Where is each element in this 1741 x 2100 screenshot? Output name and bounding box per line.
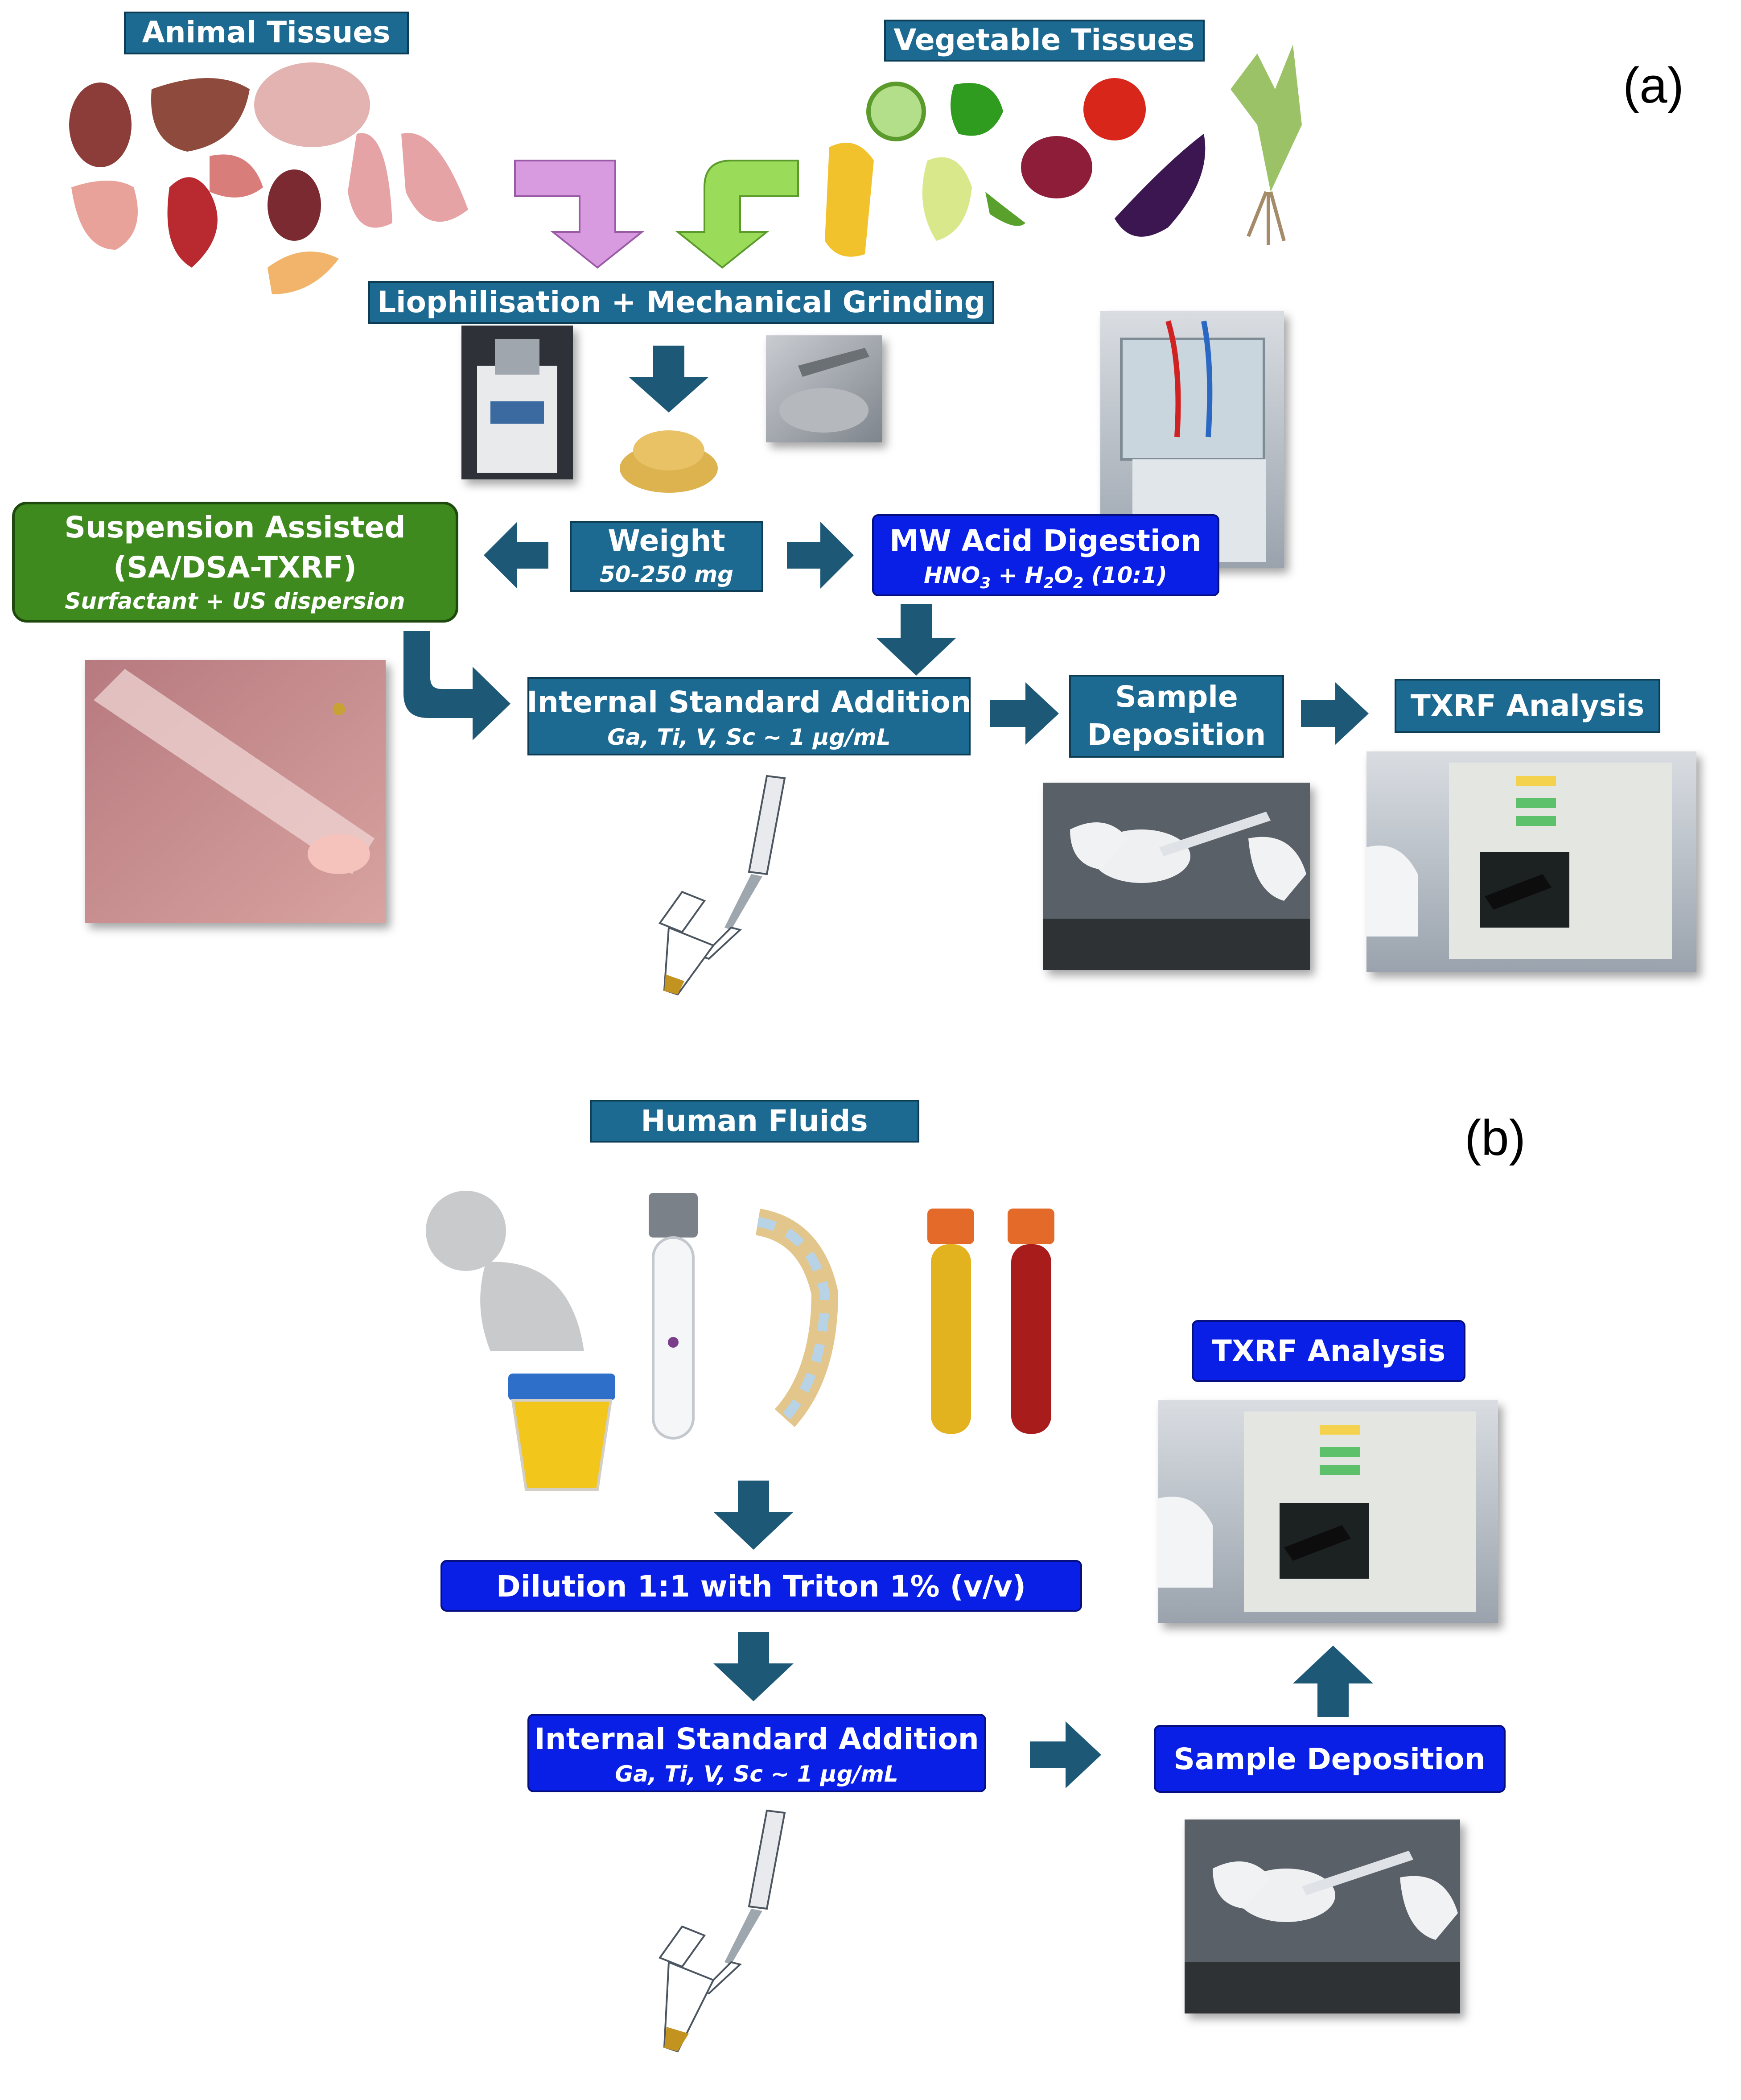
- human-fluids-header: Human Fluids: [590, 1100, 919, 1143]
- svg-text:Deposition: Deposition: [1087, 718, 1266, 752]
- txrf-analysis-box-a: TXRF Analysis: [1395, 679, 1660, 733]
- suspension-tube-photo: [85, 660, 386, 923]
- svg-text:Dilution 1:1 with Triton 1% (v: Dilution 1:1 with Triton 1% (v/v): [496, 1569, 1026, 1604]
- lyophilisation-box: Liophilisation + Mechanical Grinding: [368, 281, 994, 324]
- animal-organs-illustration: [69, 62, 468, 294]
- animal-tissues-header: Animal Tissues: [124, 12, 409, 54]
- suspension-assisted-box: Suspension Assisted (SA/DSA-TXRF) Surfac…: [12, 502, 458, 623]
- svg-text:Sample Deposition: Sample Deposition: [1174, 1742, 1486, 1776]
- svg-text:Liophilisation + Mechanical Gr: Liophilisation + Mechanical Grinding: [377, 285, 985, 319]
- panel-b-label: (b): [1465, 1110, 1526, 1166]
- green-curved-arrow: [675, 160, 799, 269]
- txrf-analysis-box-b: TXRF Analysis: [1192, 1320, 1465, 1382]
- svg-text:50-250 mg: 50-250 mg: [600, 561, 733, 587]
- powder-sample: [620, 430, 718, 493]
- vegetables-illustration: [825, 45, 1302, 257]
- up-arrow-txrf-b: [1293, 1646, 1373, 1717]
- svg-text:Internal Standard Addition: Internal Standard Addition: [527, 685, 971, 719]
- svg-text:Animal Tissues: Animal Tissues: [142, 15, 391, 50]
- right-arrow-txrf: [1301, 682, 1369, 745]
- svg-text:Suspension Assisted: Suspension Assisted: [64, 510, 405, 545]
- right-arrow-deposition: [990, 682, 1059, 745]
- internal-standard-box-a: Internal Standard Addition Ga, Ti, V, Sc…: [527, 677, 971, 755]
- internal-standard-box-b: Internal Standard Addition Ga, Ti, V, Sc…: [527, 1714, 986, 1792]
- svg-text:Internal Standard Addition: Internal Standard Addition: [534, 1722, 979, 1756]
- pink-curved-arrow: [514, 160, 645, 269]
- sample-deposition-photo-a: [1043, 783, 1310, 970]
- panel-a-label: (a): [1623, 58, 1684, 113]
- txrf-instrument-photo-b: [1158, 1400, 1498, 1623]
- down-arrow-mw: [876, 604, 956, 676]
- mw-acid-digestion-box: MW Acid Digestion HNO3 + H2O2 (10:1): [872, 514, 1219, 596]
- dilution-box: Dilution 1:1 with Triton 1% (v/v): [440, 1560, 1082, 1612]
- human-fluids-illustration: [426, 1191, 1054, 1491]
- svg-text:HNO3 + H2O2 (10:1): HNO3 + H2O2 (10:1): [924, 562, 1167, 592]
- right-arrow-mw: [787, 522, 854, 589]
- svg-text:TXRF Analysis: TXRF Analysis: [1411, 689, 1644, 723]
- svg-text:Ga, Ti, V, Sc ~ 1 µg/mL: Ga, Ti, V, Sc ~ 1 µg/mL: [615, 1761, 898, 1787]
- left-arrow-suspension: [484, 522, 548, 589]
- bent-arrow-suspension: [403, 631, 510, 740]
- svg-text:Surfactant + US dispersion: Surfactant + US dispersion: [65, 588, 405, 614]
- sample-deposition-photo-b: [1185, 1819, 1460, 2013]
- down-arrow-internal-std-b: [713, 1632, 794, 1701]
- svg-text:Ga, Ti, V, Sc ~ 1 µg/mL: Ga, Ti, V, Sc ~ 1 µg/mL: [607, 724, 891, 750]
- svg-text:MW Acid Digestion: MW Acid Digestion: [889, 524, 1202, 558]
- svg-text:Human Fluids: Human Fluids: [641, 1104, 868, 1138]
- weight-box: Weight 50-250 mg: [570, 521, 763, 592]
- vegetable-tissues-header: Vegetable Tissues: [884, 20, 1205, 62]
- svg-text:(SA/DSA-TXRF): (SA/DSA-TXRF): [113, 550, 357, 585]
- txrf-instrument-photo-a: [1366, 751, 1696, 972]
- mortar-pestle-photo: [766, 335, 882, 442]
- down-arrow-dilution: [713, 1481, 794, 1550]
- svg-text:Sample: Sample: [1115, 680, 1238, 714]
- pipette-illustration-b: [658, 1809, 786, 2053]
- freeze-dryer-photo: [461, 326, 573, 479]
- down-arrow-grinding: [629, 346, 709, 413]
- svg-text:TXRF Analysis: TXRF Analysis: [1212, 1334, 1445, 1368]
- svg-text:Weight: Weight: [608, 524, 725, 558]
- sample-deposition-box-b: Sample Deposition: [1154, 1725, 1506, 1793]
- pipette-illustration-a: [658, 775, 786, 996]
- svg-text:Vegetable Tissues: Vegetable Tissues: [893, 23, 1194, 57]
- sample-deposition-box-a: Sample Deposition: [1069, 675, 1284, 758]
- right-arrow-deposition-b: [1030, 1721, 1101, 1788]
